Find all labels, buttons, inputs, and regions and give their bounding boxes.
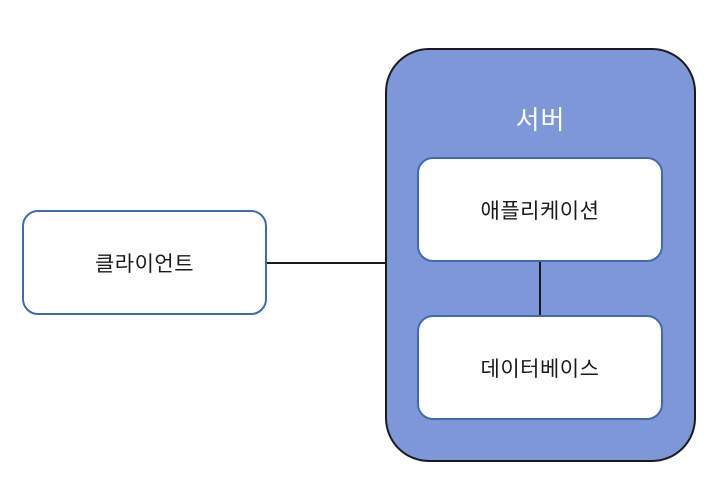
server-group-title: 서버 bbox=[515, 105, 566, 135]
application-database-connector bbox=[539, 262, 541, 315]
application-node: 애플리케이션 bbox=[417, 157, 663, 262]
client-node: 클라이언트 bbox=[22, 210, 267, 315]
database-node: 데이터베이스 bbox=[417, 315, 663, 420]
client-node-label: 클라이언트 bbox=[94, 252, 195, 276]
application-node-label: 애플리케이션 bbox=[480, 199, 600, 223]
client-server-connector bbox=[267, 262, 386, 264]
database-node-label: 데이터베이스 bbox=[480, 357, 600, 381]
